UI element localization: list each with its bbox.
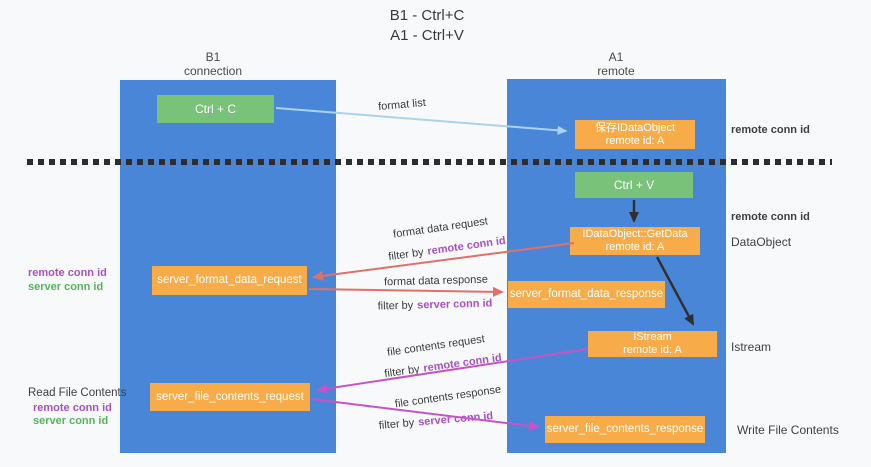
server-format-data-response-box: server_format_data_response: [508, 281, 665, 308]
remote-conn-id-label: remote conn id: [731, 211, 810, 223]
remote-conn-id-text: remote conn id: [28, 267, 107, 279]
left-conn-id-labels: remote conn id server conn id: [33, 402, 112, 428]
save-idataobject-line1: 保存IDataObject: [594, 121, 676, 134]
format-response-label: server_format_data_response: [509, 288, 664, 300]
istream-line1: IStream: [633, 331, 672, 343]
filter-by-text: filter by: [377, 299, 414, 313]
read-file-contents-label: Read File Contents: [28, 387, 127, 399]
getdata-line1: IDataObject::GetData: [582, 228, 688, 240]
server-conn-id-text: server conn id: [28, 281, 104, 293]
remote-conn-id-text: remote conn id: [426, 234, 507, 258]
ctrl-v-label: Ctrl + V: [613, 177, 655, 192]
format-list-label: format list: [377, 96, 427, 114]
column-a1-name: A1: [608, 50, 624, 64]
title-line-2: A1 - Ctrl+V: [390, 27, 464, 44]
file-contents-response-label: file contents response: [394, 383, 502, 411]
server-conn-id-text: server conn id: [417, 410, 494, 429]
column-b1-name: B1: [205, 50, 221, 64]
file-response-label: server_file_contents_response: [546, 423, 704, 435]
format-data-request-label: format data request: [392, 215, 489, 241]
server-conn-id-text: server conn id: [33, 415, 109, 427]
title-line-1: B1 - Ctrl+C: [389, 7, 465, 24]
arrow-format-data-response: [308, 286, 504, 297]
remote-conn-id-label: remote conn id: [731, 124, 810, 136]
filter-by-text: filter by: [383, 363, 421, 381]
remote-conn-id-text: remote conn id: [33, 402, 112, 414]
write-file-contents-label: Write File Contents: [737, 423, 839, 437]
remote-conn-id-text: remote conn id: [422, 351, 503, 375]
file-request-label: server_file_contents_request: [156, 390, 304, 403]
server-file-contents-response-box: server_file_contents_response: [545, 416, 705, 443]
save-idataobject-line2: remote id: A: [605, 134, 665, 147]
column-header-a1: A1 remote: [546, 50, 686, 78]
istream-line2: remote id: A: [623, 344, 682, 356]
ctrl-c-label: Ctrl + C: [194, 101, 236, 116]
server-format-data-request-box: server_format_data_request: [152, 266, 307, 295]
format-data-response-label: format data response: [383, 273, 489, 289]
ctrl-v-box: Ctrl + V: [575, 172, 693, 198]
istream-side-label: Istream: [731, 340, 772, 354]
filter-by-text: filter by: [387, 246, 425, 264]
istream-box: IStream remote id: A: [588, 331, 717, 357]
column-header-b1: B1 connection: [143, 50, 283, 78]
format-request-label: server_format_data_request: [157, 274, 302, 286]
filter-by-text: filter by: [378, 416, 415, 432]
column-b1-subtitle: connection: [183, 64, 243, 78]
left-conn-id-labels: remote conn id server conn id: [28, 266, 107, 294]
save-idataobject-box: 保存IDataObject remote id: A: [575, 120, 695, 149]
ctrl-c-box: Ctrl + C: [157, 95, 274, 123]
idataobject-getdata-box: IDataObject::GetData remote id: A: [570, 227, 700, 255]
server-file-contents-request-box: server_file_contents_request: [150, 383, 310, 411]
column-a1-subtitle: remote: [597, 64, 635, 78]
dataobject-label: DataObject: [731, 235, 792, 249]
server-conn-id-text: server conn id: [416, 297, 493, 312]
session-separator-dashed-line: [27, 159, 832, 165]
diagram-title: B1 - Ctrl+C A1 - Ctrl+V: [327, 6, 527, 46]
getdata-line2: remote id: A: [605, 241, 665, 253]
